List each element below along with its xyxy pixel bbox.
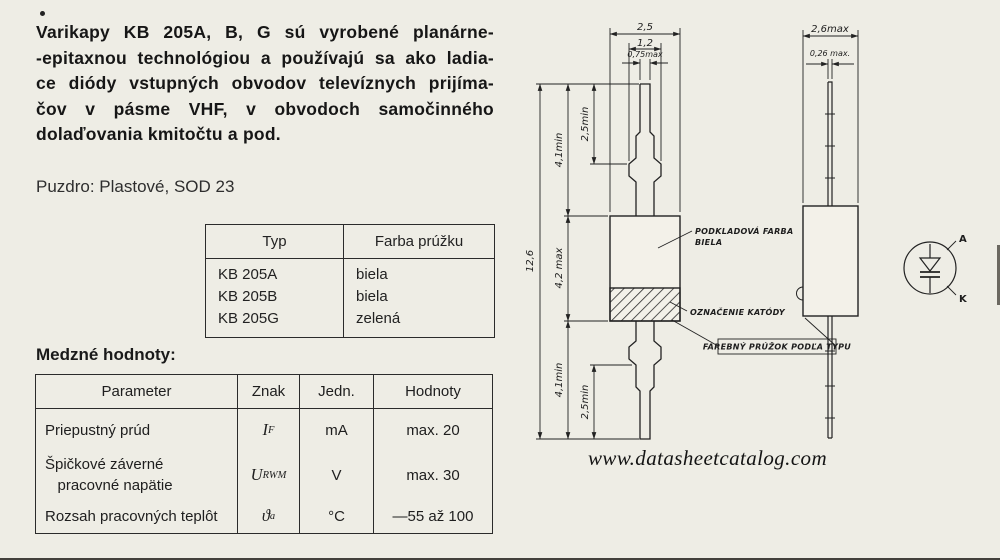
- stripe-color-cell: biela: [356, 266, 388, 283]
- dim-overall-length: 12,6: [525, 250, 536, 272]
- unit-cell: V: [331, 466, 342, 484]
- limits-header-value: Hodnoty: [405, 383, 461, 400]
- dim-body-width: 2,5: [637, 22, 653, 33]
- description-line: dolaďovania kmitočtu a pod.: [36, 124, 281, 144]
- dim-lead-thickness: 0,26 max.: [810, 49, 850, 58]
- symbol-letter: ϑ: [261, 506, 270, 525]
- type-table-header-row: Typ Farba prúžku: [206, 225, 494, 259]
- limits-body: Priepustný prúd Špičkové záverné pracovn…: [36, 409, 492, 533]
- value-cell: max. 30: [406, 466, 460, 484]
- cathode-stripe-hatch: [609, 287, 681, 322]
- stripe-color-cell: zelená: [356, 310, 401, 327]
- package-info: Puzdro: Plastové, SOD 23: [36, 177, 235, 196]
- type-table-header-farba: Farba prúžku: [374, 233, 464, 250]
- side-bottom-lead: [827, 316, 833, 439]
- callout-base-color-line2: BIELA: [695, 238, 722, 247]
- top-lead-outline: [628, 83, 662, 216]
- main-view-dimensions: 2,5 1,2 0,75max 12,6 4,1min: [525, 22, 681, 440]
- side-top-lead: [827, 81, 833, 206]
- parameter-cell: Priepustný prúd: [45, 421, 151, 439]
- technical-drawing: 2,5 1,2 0,75max 12,6 4,1min: [525, 22, 968, 440]
- type-cell: KB 205B: [218, 288, 278, 305]
- dim-top-tip-length: 2,5min: [580, 107, 591, 142]
- description-line: ce diódy vstupných obvodov televíznych p…: [36, 73, 494, 93]
- symbol-subscript: a: [269, 510, 276, 522]
- varicap-symbol: A K: [903, 234, 968, 305]
- parameter-cell: Rozsah pracovných teplôt: [45, 507, 218, 525]
- symbol-letter: U: [250, 465, 263, 484]
- symbol-letter: I: [262, 420, 269, 439]
- type-table-header-typ: Typ: [206, 225, 344, 258]
- dim-body-depth: 2,6max: [811, 24, 849, 35]
- cathode-label: K: [959, 294, 968, 305]
- type-cell: KB 205A: [218, 266, 278, 283]
- side-body: [802, 205, 859, 317]
- dim-top-lead-length: 4,1min: [554, 133, 565, 168]
- dim-lead-tip-width: 0,75max: [627, 50, 663, 59]
- watermark-url: www.datasheetcatalog.com: [588, 446, 828, 470]
- description-line: -epitaxnou technológiou a používajú sa a…: [36, 47, 494, 68]
- type-table-body: KB 205A KB 205B KB 205G biela biela zele…: [206, 259, 494, 337]
- side-package-view: 2,6max 0,26 max.: [796, 24, 859, 439]
- callout-base-color-line1: PODKLADOVÁ FARBA: [695, 225, 793, 236]
- dim-body-length: 4,2 max: [554, 247, 565, 288]
- type-column: KB 205A KB 205B KB 205G: [206, 259, 344, 337]
- value-cell: max. 20: [406, 421, 460, 439]
- bottom-lead-outline: [628, 321, 662, 440]
- dim-lead-bump-width: 1,2: [637, 38, 653, 49]
- type-cell: KB 205G: [218, 310, 279, 327]
- description-line: čov v pásme VHF, v obvodoch samočinného: [36, 98, 494, 119]
- side-view-dimensions: 2,6max 0,26 max.: [802, 24, 859, 203]
- callout-cathode-marking: OZNAČENIE KATÓDY: [690, 306, 786, 317]
- limits-header-parameter: Parameter: [36, 375, 238, 408]
- symbol-subscript: F: [268, 424, 275, 436]
- callouts: PODKLADOVÁ FARBA BIELA OZNAČENIE KATÓDY …: [657, 225, 851, 355]
- unit-cell: mA: [325, 421, 348, 439]
- value-cell: —55 až 100: [392, 507, 474, 525]
- dim-bottom-tip-length: 2,5min: [580, 385, 591, 420]
- anode-label: A: [959, 234, 967, 245]
- unit-cell: °C: [328, 507, 345, 525]
- side-body-tab: [796, 286, 804, 301]
- limits-header-row: Parameter Znak Jedn. Hodnoty: [36, 375, 492, 409]
- scan-artifact-dot: [40, 11, 45, 16]
- limits-header-unit: Jedn.: [300, 375, 374, 408]
- unit-column: mA V °C: [300, 409, 374, 533]
- main-package-view: [609, 83, 681, 440]
- parameter-cell: Špičkové záverné pracovné napätie: [45, 456, 173, 494]
- scan-artifact-right-edge: [997, 245, 1000, 305]
- symbol-subscript: RWM: [262, 469, 287, 481]
- stripe-color-cell: biela: [356, 288, 388, 305]
- limits-heading: Medzné hodnoty:: [36, 345, 176, 364]
- limits-table: Parameter Znak Jedn. Hodnoty Priepustný …: [35, 374, 493, 534]
- parameter-column: Priepustný prúd Špičkové záverné pracovn…: [36, 409, 238, 533]
- stripe-color-column: biela biela zelená: [344, 259, 494, 337]
- limits-header-symbol: Znak: [238, 375, 300, 408]
- scan-artifact-bottom-line: [0, 558, 1000, 560]
- value-column: max. 20 max. 30 —55 až 100: [374, 409, 492, 533]
- callout-color-stripe: FAREBNÝ PRÚŽOK PODĽA TYPU: [703, 341, 851, 352]
- description-paragraph: Varikapy KB 205A, B, G sú vyrobené planá…: [36, 20, 494, 148]
- type-table: Typ Farba prúžku KB 205A KB 205B KB 205G…: [205, 224, 495, 338]
- description-line: Varikapy KB 205A, B, G sú vyrobené planá…: [36, 22, 494, 42]
- dim-bottom-lead-length: 4,1min: [554, 363, 565, 398]
